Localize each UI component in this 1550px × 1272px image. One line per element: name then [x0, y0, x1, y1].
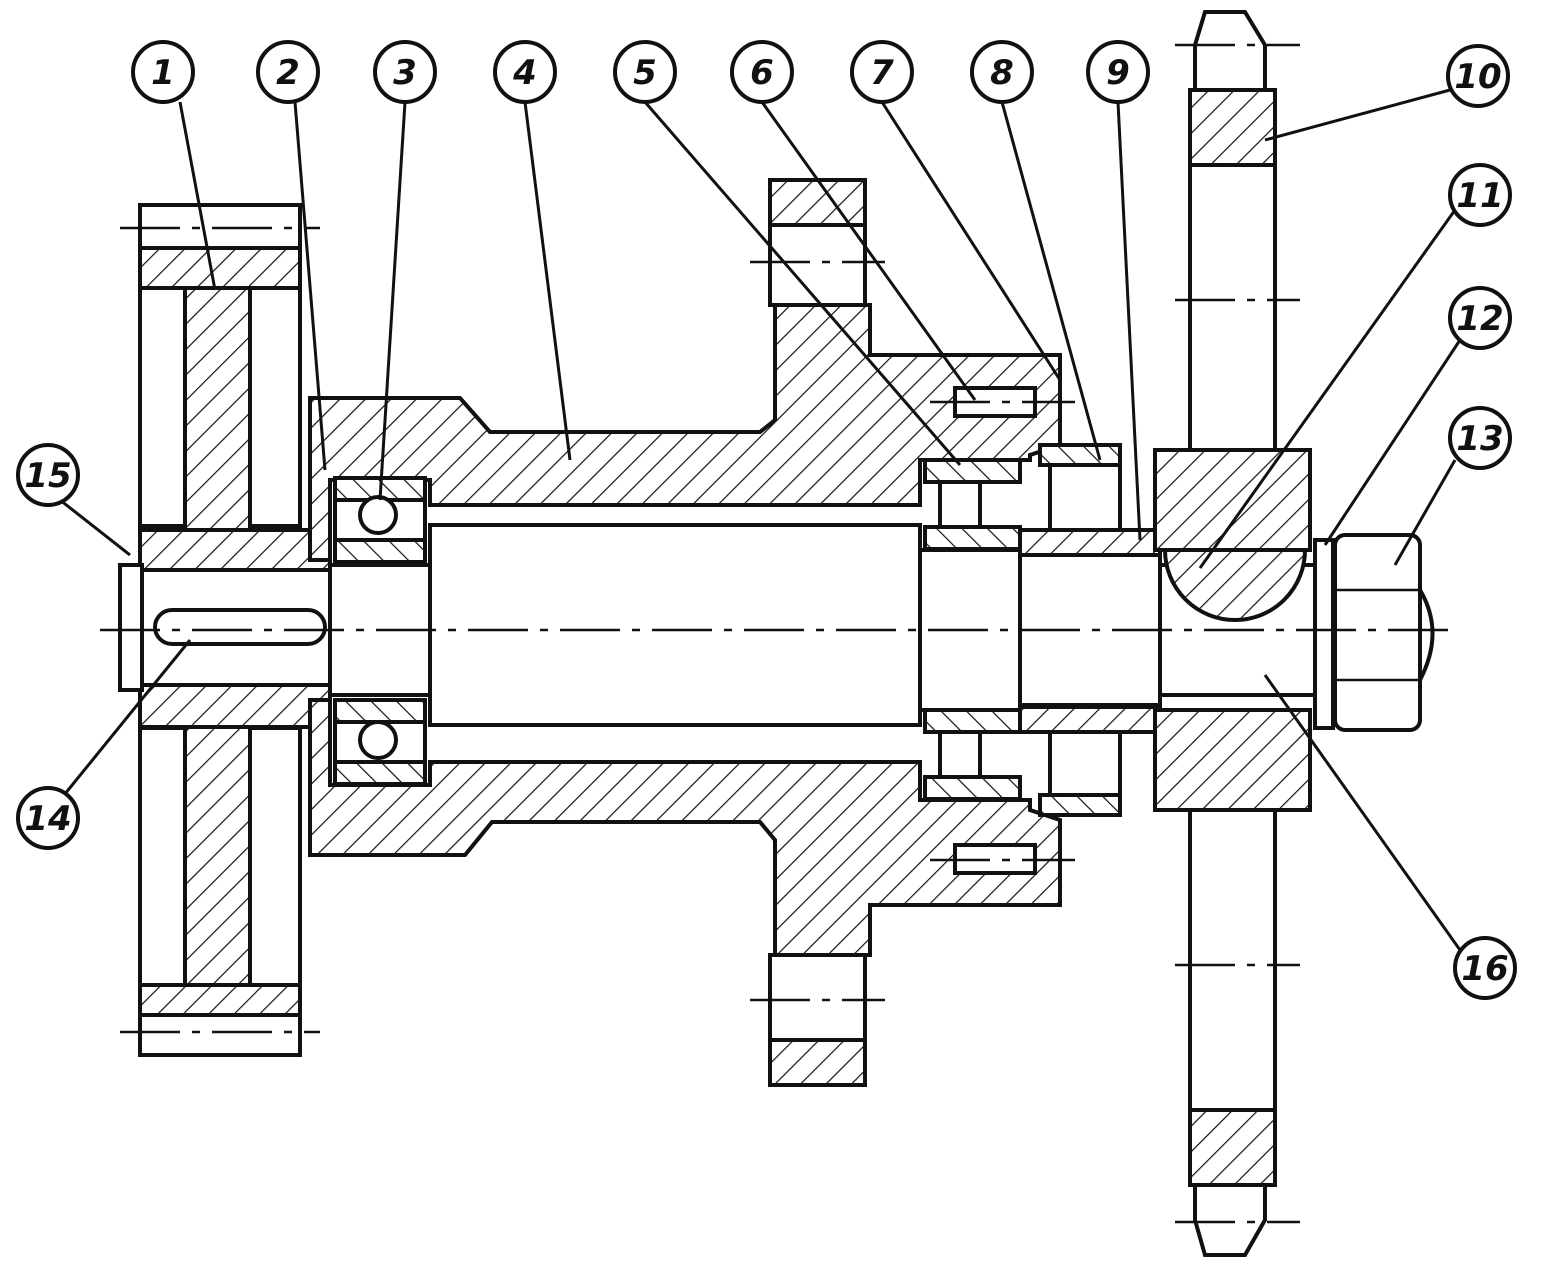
balloon-12: 12 [1448, 286, 1512, 350]
balloon-8: 8 [970, 40, 1034, 104]
balloon-16-label: 16 [1461, 949, 1508, 989]
balloon-5-label: 5 [633, 53, 657, 93]
sprocket-part [1153, 10, 1312, 1257]
balloon-12-label: 12 [1456, 299, 1503, 339]
balloon-7-label: 7 [870, 53, 894, 93]
balloon-7: 7 [850, 40, 914, 104]
balloon-6-label: 6 [750, 53, 774, 93]
balloon-6: 6 [730, 40, 794, 104]
balloon-11: 11 [1448, 163, 1512, 227]
balloon-14: 14 [16, 786, 80, 850]
balloon-1-label: 1 [151, 53, 175, 93]
balloon-10: 10 [1446, 44, 1510, 108]
balloon-16: 16 [1453, 936, 1517, 1000]
balloon-9: 9 [1086, 40, 1150, 104]
balloon-9-label: 9 [1106, 53, 1130, 93]
center-lines [100, 43, 1460, 1224]
leader-lines [58, 88, 1462, 951]
right-bearing-part [923, 458, 1022, 801]
balloon-3: 3 [373, 40, 437, 104]
balloon-15-label: 15 [24, 456, 71, 496]
balloon-1: 1 [131, 40, 195, 104]
balloon-2-label: 2 [276, 53, 300, 93]
balloon-15: 15 [16, 443, 80, 507]
cap-screw-parts [930, 386, 1075, 875]
balloon-13-label: 13 [1456, 419, 1503, 459]
key-and-ring-parts [118, 563, 327, 692]
balloon-11-label: 11 [1456, 176, 1503, 216]
balloon-2: 2 [256, 40, 320, 104]
balloon-8-label: 8 [990, 53, 1014, 93]
cover-and-seal-parts [1018, 443, 1162, 817]
pulley-part [138, 203, 332, 1057]
left-bearing-part [333, 476, 427, 786]
balloon-14-label: 14 [24, 799, 71, 839]
balloon-4: 4 [493, 40, 557, 104]
balloon-13: 13 [1448, 406, 1512, 470]
balloon-3-label: 3 [393, 53, 417, 93]
balloon-10-label: 10 [1454, 57, 1501, 97]
washer-and-nut-parts [1313, 533, 1435, 732]
balloon-4-label: 4 [512, 53, 537, 93]
balloon-5: 5 [613, 40, 677, 104]
